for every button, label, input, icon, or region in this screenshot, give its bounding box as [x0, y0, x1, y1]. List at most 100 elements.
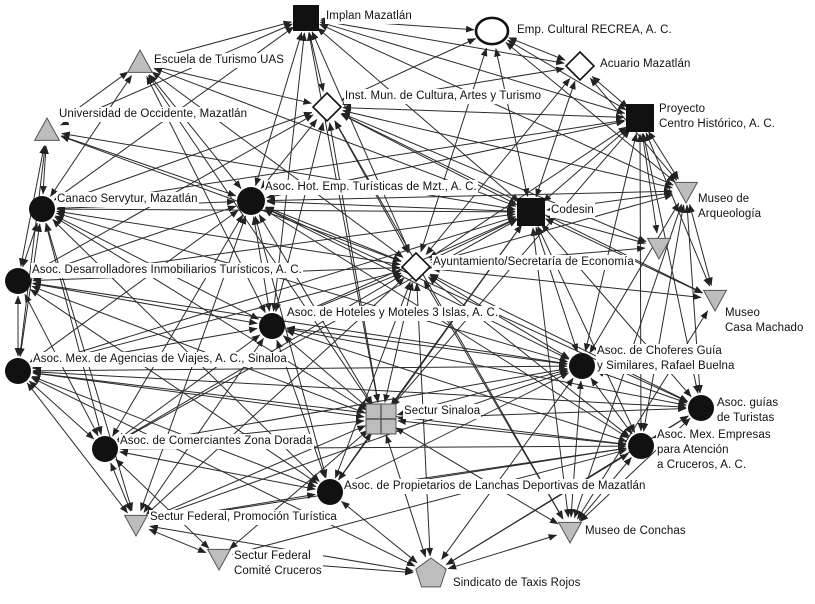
node-label-museo-arqueologia: Museo de Arqueología [697, 192, 763, 223]
grid-cross [366, 404, 396, 434]
node-ayuntamiento [400, 251, 432, 283]
edge-sectur-fed-promocion--sectur-fed-comite [148, 528, 207, 554]
edge-amav--lanchas [31, 375, 317, 488]
node-label-zona-dorada: Asoc. de Comerciantes Zona Dorada [119, 434, 314, 450]
node-taxis-rojos [415, 557, 447, 588]
edge-recrea--acuario [508, 37, 566, 61]
diamond-shape [564, 50, 596, 82]
node-label-canaco: Canaco Servytur, Mazatlán [56, 192, 199, 208]
edge-choferes--guias-turistas [595, 370, 688, 404]
node-implan [293, 5, 319, 31]
edge-uas--ahetm [149, 74, 242, 189]
node-label-taxis-rojos: Sindicato de Taxis Rojos [452, 576, 582, 592]
node-label-ahetm: Asoc. Hot. Emp. Turísticas de Mzt., A. C… [264, 180, 478, 196]
edge-amav--zona-dorada [28, 380, 95, 440]
node-label-cultura: Inst. Mun. de Cultura, Artes y Turismo [344, 89, 543, 105]
circle-shape [569, 353, 595, 379]
edge-implan--museo-arqueologia [319, 23, 674, 186]
node-sectur-fed-comite [206, 548, 232, 572]
node-label-centro-historico: Proyecto Centro Histórico, A. C. [658, 102, 777, 133]
triangle-down-shape [646, 237, 672, 261]
node-sectur-fed-promocion [123, 514, 149, 538]
node-zona-dorada [92, 436, 118, 462]
circle-shape [29, 196, 55, 222]
node-label-guias-turistas: Asoc. guías de Turistas [716, 396, 780, 427]
ellipse-shape [474, 16, 510, 46]
node-centro-historico [626, 104, 654, 132]
edge-choferes--cruceros [590, 377, 633, 435]
circle-shape [5, 268, 31, 294]
node-recrea [474, 16, 510, 46]
node-label-amav: Asoc. Mex. de Agencias de Viajes, A. C.,… [32, 352, 288, 368]
edge-canaco--codesin [56, 205, 516, 216]
edge-tres-islas--choferes [286, 325, 568, 367]
square-shape [626, 104, 654, 132]
edge-cultura--museo-arqueologia [342, 109, 673, 190]
edge-cultura--centro-historico [342, 104, 625, 121]
node-guias-turistas [688, 395, 714, 421]
edge-recrea--codesin [494, 48, 530, 197]
edge-codesin--choferes [535, 226, 579, 353]
node-layer [5, 5, 728, 588]
node-acuario [564, 50, 596, 82]
circle-shape [317, 479, 343, 505]
node-label-tres-islas: Asoc. de Hoteles y Moteles 3 Islas, A. C… [286, 306, 500, 322]
edge-lanchas--taxis-rojos [341, 501, 418, 564]
node-codesin [517, 198, 545, 226]
triangle-down-shape [702, 289, 728, 313]
node-triangle-2 [646, 237, 672, 261]
node-sectur-sinaloa [365, 403, 397, 435]
diamond-shape [400, 251, 432, 283]
circle-shape [628, 433, 654, 459]
node-cultura [311, 91, 343, 123]
node-label-uas: Escuela de Turismo UAS [153, 53, 286, 69]
node-label-sectur-sinaloa: Sectur Sinaloa [403, 404, 482, 420]
node-label-cruceros: Asoc. Mex. Empresas para Atención a Cruc… [656, 428, 772, 474]
edge-cultura--triangle-2 [341, 112, 647, 243]
node-label-implan: Implan Mazatlán [325, 9, 413, 25]
node-amav [5, 358, 31, 384]
node-label-casa-machado: Museo Casa Machado [724, 306, 805, 337]
triangle-up-shape [33, 116, 61, 141]
node-lanchas [317, 479, 343, 505]
edge-acuario--centro-historico [591, 76, 629, 108]
square-shape [517, 198, 545, 226]
node-museo-arqueologia [673, 181, 699, 205]
triangle-down-shape [673, 181, 699, 205]
triangle-down-shape [123, 514, 149, 538]
edge-sectur-sinaloa--museo-conchas [395, 427, 559, 525]
circle-shape [237, 187, 265, 215]
diamond-shape [311, 91, 343, 123]
node-label-lanchas: Asoc. de Propietarios de Lanchas Deporti… [343, 479, 647, 495]
circle-shape [92, 436, 118, 462]
edge-centro-historico--choferes [583, 133, 638, 352]
square-shape [293, 5, 319, 31]
circle-shape [259, 313, 285, 339]
node-label-ayuntamiento: Ayuntamiento/Secretaría de Economía [432, 255, 635, 271]
edge-tres-islas--zona-dorada [116, 334, 261, 441]
node-choferes [569, 353, 595, 379]
node-uas [126, 48, 154, 73]
node-label-museo-conchas: Museo de Conchas [584, 524, 687, 540]
node-tres-islas [259, 313, 285, 339]
node-cruceros [628, 433, 654, 459]
node-museo-conchas [557, 521, 583, 545]
node-label-u-occidente: Universidad de Occidente, Mazatlán [58, 107, 249, 123]
edge-canaco--ayuntamiento [56, 209, 401, 267]
node-label-sectur-fed-promocion: Sectur Federal, Promoción Turística [149, 510, 338, 526]
node-label-acuario: Acuario Mazatlán [599, 57, 692, 73]
edge-uas--cultura [154, 64, 312, 105]
node-label-choferes: Asoc. de Choferes Guía y Similares, Rafa… [596, 344, 736, 375]
node-label-desarrolladores: Asoc. Desarrolladores Inmobiliarios Turí… [31, 263, 303, 279]
node-canaco [29, 196, 55, 222]
node-u-occidente [33, 116, 61, 141]
circle-shape [5, 358, 31, 384]
edge-ayuntamiento--casa-machado [431, 266, 702, 301]
edge-sectur-sinaloa--taxis-rojos [385, 434, 427, 558]
triangle-up-shape [126, 48, 154, 73]
node-casa-machado [702, 289, 728, 313]
edge-museo-conchas--taxis-rojos [447, 534, 558, 570]
node-ahetm [237, 187, 265, 215]
node-label-recrea: Emp. Cultural RECREA, A. C. [516, 23, 673, 39]
